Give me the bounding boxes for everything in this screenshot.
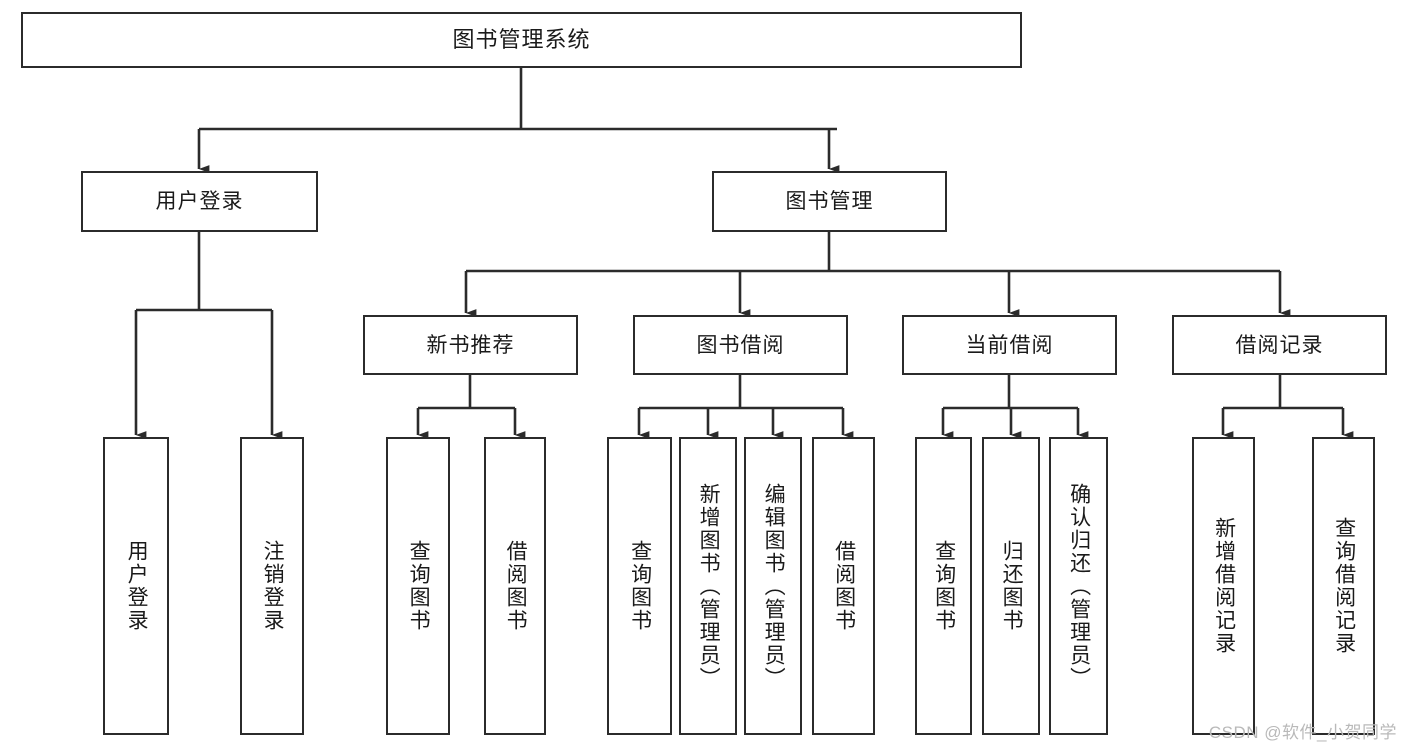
leaf-query-book-borrow[interactable]: 查询图书 [607,437,672,735]
leaf-add-book-admin[interactable]: 新增图书（管理员） [679,437,737,735]
node-label: 用户登录 [125,540,149,632]
node-label: 图书借阅 [696,333,785,357]
leaf-query-book-current[interactable]: 查询图书 [915,437,972,735]
leaf-confirm-return-admin[interactable]: 确认归还（管理员） [1049,437,1108,735]
node-book-borrow[interactable]: 图书借阅 [633,315,848,375]
node-label: 查询图书 [932,540,956,632]
node-label: 查询图书 [628,540,652,632]
node-book-management[interactable]: 图书管理 [712,171,947,232]
node-label: 用户登录 [155,190,244,213]
leaf-query-borrow-record[interactable]: 查询借阅记录 [1312,437,1375,735]
node-label: 新增图书（管理员） [697,482,721,690]
leaf-edit-book-admin[interactable]: 编辑图书（管理员） [744,437,802,735]
node-label: 借阅图书 [832,540,856,632]
leaf-borrow-book-recommend[interactable]: 借阅图书 [484,437,546,735]
node-user-login[interactable]: 用户登录 [81,171,318,232]
node-label: 注销登录 [261,540,285,632]
node-label: 借阅图书 [504,540,528,632]
node-label: 编辑图书（管理员） [762,482,786,690]
watermark-text: CSDN @软件_小贺同学 [1208,723,1397,742]
leaf-return-book[interactable]: 归还图书 [982,437,1040,735]
leaf-borrow-book[interactable]: 借阅图书 [812,437,875,735]
node-label: 新书推荐 [426,333,515,357]
node-label: 当前借阅 [965,333,1054,357]
node-root-system[interactable]: 图书管理系统 [21,12,1022,68]
node-current-borrow[interactable]: 当前借阅 [902,315,1117,375]
node-label: 新增借阅记录 [1212,517,1236,655]
node-label: 查询借阅记录 [1332,517,1356,655]
leaf-query-book-recommend[interactable]: 查询图书 [386,437,450,735]
node-label: 查询图书 [407,540,431,632]
node-new-book-recommend[interactable]: 新书推荐 [363,315,578,375]
leaf-add-borrow-record[interactable]: 新增借阅记录 [1192,437,1255,735]
node-label: 归还图书 [1000,540,1024,632]
node-label: 图书管理系统 [452,27,591,52]
node-label: 确认归还（管理员） [1067,482,1091,690]
leaf-user-login[interactable]: 用户登录 [103,437,169,735]
node-borrow-record[interactable]: 借阅记录 [1172,315,1387,375]
leaf-logout[interactable]: 注销登录 [240,437,304,735]
node-label: 图书管理 [785,190,874,213]
node-label: 借阅记录 [1235,333,1324,357]
